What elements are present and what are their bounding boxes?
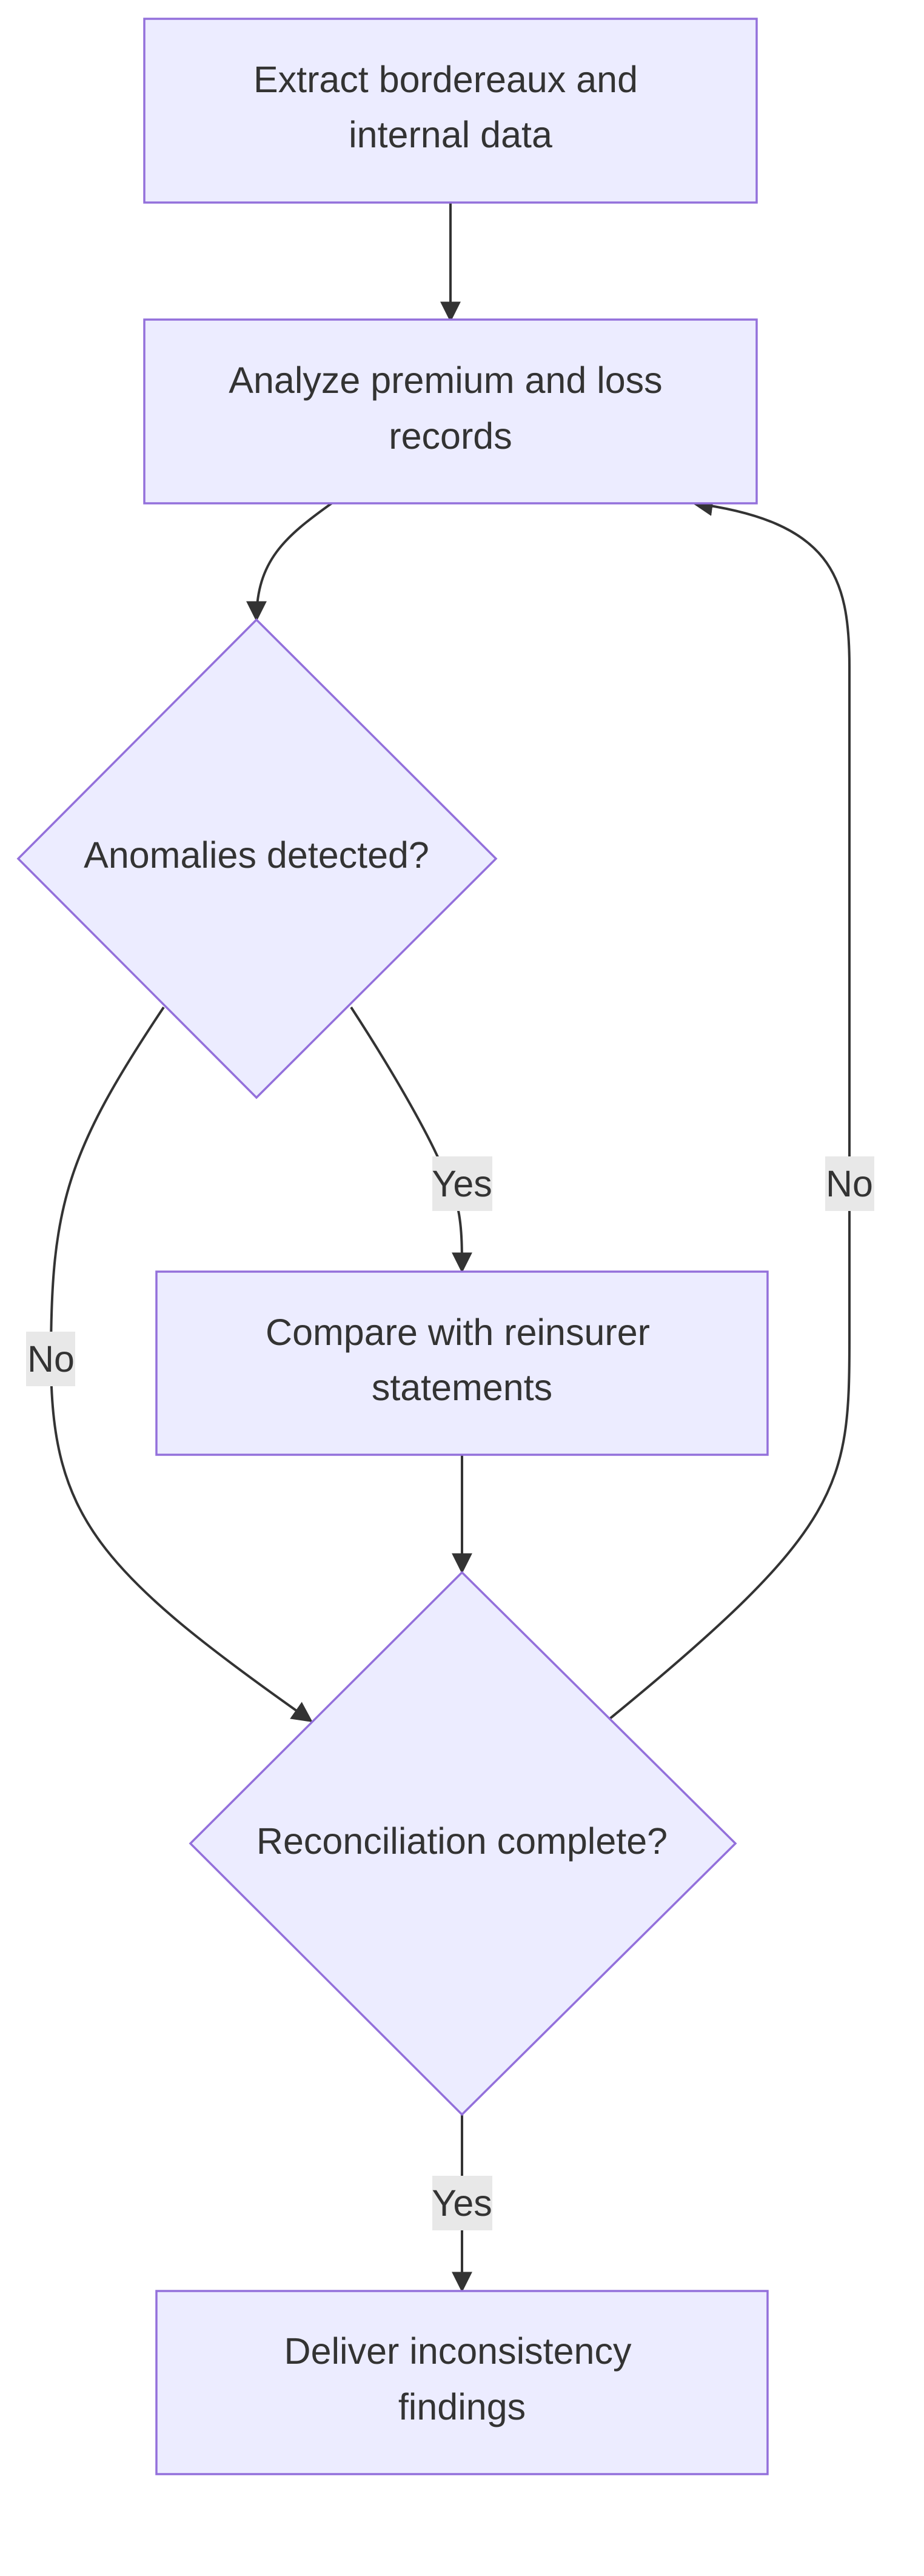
node-label-line: findings bbox=[398, 2386, 526, 2427]
edge-analyze-to-anomalies bbox=[246, 502, 333, 622]
edge-label-text: No bbox=[826, 1163, 873, 1204]
node-compare-statements: Compare with reinsurer statements bbox=[155, 1270, 769, 1456]
edge-reconciliation-to-analyze-no bbox=[609, 495, 851, 1720]
edge-label-text: Yes bbox=[432, 2182, 492, 2224]
edge-labels: Yes No No Yes bbox=[26, 1156, 874, 2230]
node-label-line: internal data bbox=[349, 114, 552, 155]
edge-label-reconciliation-yes: Yes bbox=[432, 2176, 492, 2230]
node-anomalies-decision: Anomalies detected? bbox=[16, 618, 498, 1099]
edge-anomalies-to-compare-yes bbox=[350, 1006, 472, 1273]
node-label-line: Extract bordereaux and bbox=[253, 59, 638, 100]
edge-label-anomalies-no: No bbox=[26, 1332, 75, 1386]
edge-label-reconciliation-no: No bbox=[825, 1156, 874, 1211]
node-label-line: Deliver inconsistency bbox=[284, 2330, 632, 2372]
node-extract-data: Extract bordereaux and internal data bbox=[143, 18, 758, 204]
edge-label-anomalies-yes: Yes bbox=[432, 1156, 492, 1211]
node-label-line: Compare with reinsurer bbox=[266, 1312, 650, 1353]
node-deliver-findings: Deliver inconsistency findings bbox=[155, 2290, 769, 2475]
edge-label-text: No bbox=[27, 1338, 75, 1380]
node-label-line: records bbox=[389, 415, 512, 457]
node-label-line: Analyze premium and loss bbox=[229, 360, 662, 401]
node-label-line: Anomalies detected? bbox=[84, 834, 429, 876]
node-label-line: Reconciliation complete? bbox=[256, 1820, 668, 1862]
node-analyze-records: Analyze premium and loss records bbox=[143, 318, 758, 505]
nodes: Extract bordereaux and internal data Ana… bbox=[16, 18, 769, 2475]
node-label-line: statements bbox=[372, 1367, 552, 1408]
edge-label-text: Yes bbox=[432, 1163, 492, 1204]
node-reconciliation-decision: Reconciliation complete? bbox=[189, 1571, 737, 2116]
